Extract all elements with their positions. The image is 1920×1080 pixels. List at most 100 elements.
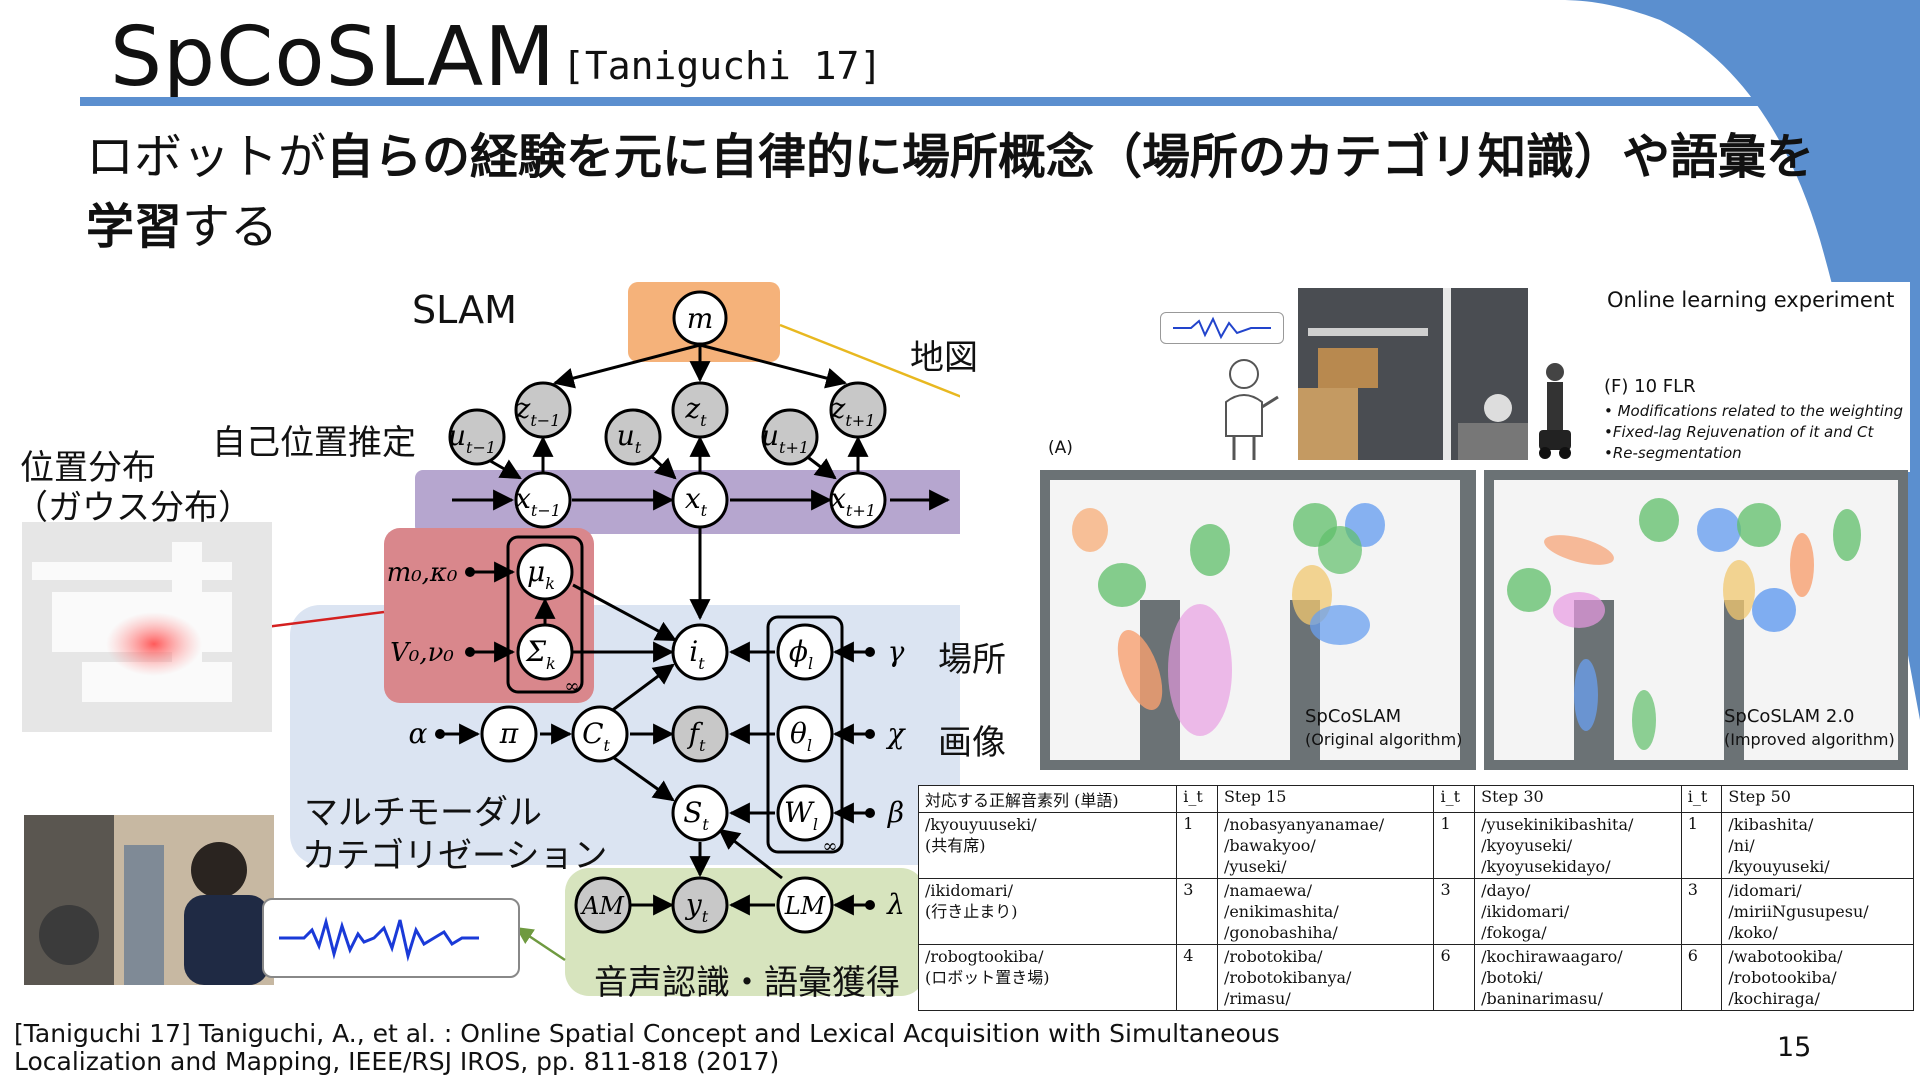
map-original-title: SpCoSLAM xyxy=(1305,706,1402,727)
node-W-label: Wl xyxy=(784,796,818,834)
speech-waveform-bubble xyxy=(262,898,520,978)
robot-icon xyxy=(1535,360,1575,460)
table-header-row: 対応する正解音素列 (単語) i_t Step 15 i_t Step 30 i… xyxy=(917,785,1914,813)
label-multimodal-2: カテゴリゼーション xyxy=(302,836,608,876)
table-cell: /robotokiba//robotokibanya//rimasu/ xyxy=(1216,944,1435,1011)
page-number: 15 xyxy=(1777,1032,1812,1063)
experiment-bullet-2: •Fixed-lag Rejuvenation of it and Ct xyxy=(1604,423,1874,441)
table-cell: /wabotookiba//robotookiba//kochiraga/ xyxy=(1721,944,1914,1011)
table-row: /robogtookiba/(ロボット置き場) 4 /robotokiba//r… xyxy=(917,944,1914,1011)
node-pi xyxy=(480,705,538,763)
reference-line-1: [Taniguchi 17] Taniguchi, A., et al. : O… xyxy=(14,1019,1280,1048)
experiment-bullet-3: •Re-segmentation xyxy=(1604,444,1742,462)
node-m xyxy=(672,290,728,346)
table-cell: /yusekinikibashita//kyoyuseki//kyoyuseki… xyxy=(1474,812,1682,879)
node-i xyxy=(671,623,729,681)
table-cell-word: /ikidomari/(行き止まり) xyxy=(917,878,1178,945)
experiment-bullet-1: • Modifications related to the weighting xyxy=(1604,402,1904,420)
speech-pointer-arrow xyxy=(515,926,566,962)
corner-swoosh xyxy=(1560,0,1920,720)
table-header: 対応する正解音素列 (単語) xyxy=(917,785,1178,813)
table-cell: 6 xyxy=(1433,944,1476,1011)
hyper-alpha: α xyxy=(409,717,428,750)
node-f xyxy=(671,705,729,763)
node-S-label: St xyxy=(683,796,709,834)
node-z-label: zt xyxy=(684,392,707,430)
node-S xyxy=(671,784,729,842)
node-mu-label: μk xyxy=(527,555,555,593)
node-phi-label: ϕl xyxy=(789,635,813,673)
slide-subtitle: ロボットが自らの経験を元に自律的に場所概念（場所のカテゴリ知識）や語彙を学習する xyxy=(86,122,1846,262)
label-slam: SLAM xyxy=(412,288,517,332)
hyper-chi: χ xyxy=(886,717,907,750)
position-distribution-map xyxy=(22,522,272,732)
table-cell: 4 xyxy=(1176,944,1218,1011)
table-cell: 1 xyxy=(1680,812,1723,879)
title-underline xyxy=(80,97,1830,106)
table-cell: 1 xyxy=(1176,812,1218,879)
speaker-photo xyxy=(24,815,274,985)
table-cell: /nobasyanyanamae//bawakyoo//yuseki/ xyxy=(1216,812,1435,879)
node-u-next xyxy=(761,408,819,466)
hyper-lambda: λ xyxy=(886,888,905,921)
node-u-next-label: ut+1 xyxy=(761,419,809,457)
results-table: 対応する正解音素列 (単語) i_t Step 15 i_t Step 30 i… xyxy=(917,785,1914,1011)
map-improved-title: SpCoSLAM 2.0 xyxy=(1724,706,1855,727)
node-z-next xyxy=(829,381,887,439)
label-map: 地図 xyxy=(910,338,978,378)
table-cell-word: /robogtookiba/(ロボット置き場) xyxy=(917,944,1178,1011)
experiment-title: Online learning experiment xyxy=(1607,288,1895,312)
node-sigma-label: Σk xyxy=(525,635,556,673)
node-C-label: Ct xyxy=(582,717,610,755)
node-theta-label: θl xyxy=(790,717,812,755)
label-speech: 音声認識・語彙獲得 xyxy=(594,963,900,1003)
table-cell: /dayo//ikidomari//fokoga/ xyxy=(1474,878,1682,945)
experiment-flr: (F) 10 FLR xyxy=(1604,376,1696,397)
table-cell: 3 xyxy=(1433,878,1476,945)
node-mu xyxy=(516,543,574,601)
node-x-next xyxy=(829,471,887,529)
hyper-v0n0: V₀,ν₀ xyxy=(390,638,454,668)
node-y-label: yt xyxy=(684,888,709,926)
room-photo xyxy=(1298,288,1528,460)
node-x-prev-label: xt−1 xyxy=(515,482,561,520)
node-u xyxy=(604,408,662,466)
node-sigma xyxy=(516,623,574,681)
plate-k-infinity: ∞ xyxy=(565,676,580,697)
node-x-next-label: xt+1 xyxy=(830,482,876,520)
node-i-label: it xyxy=(689,635,705,673)
map-improved: SpCoSLAM 2.0 (Improved algorithm) xyxy=(1484,470,1908,770)
node-pi-label: π xyxy=(499,717,519,750)
node-y xyxy=(671,876,729,934)
node-x-prev xyxy=(514,471,572,529)
node-LM-label: LM xyxy=(784,892,827,920)
label-self-localization: 自己位置推定 xyxy=(212,423,416,463)
node-z-prev-label: zt−1 xyxy=(515,392,561,430)
table-cell: /namaewa//enikimashita//gonobashiha/ xyxy=(1216,878,1435,945)
node-LM xyxy=(776,876,834,934)
label-multimodal-1: マルチモーダル xyxy=(304,793,542,833)
node-m-label: m xyxy=(687,302,714,335)
table-header: i_t xyxy=(1680,785,1723,813)
table-row: /kyouyuuseki/(共有席) 1 /nobasyanyanamae//b… xyxy=(917,812,1914,879)
experiment-panel-label: (A) xyxy=(1048,438,1073,458)
table-cell: 1 xyxy=(1433,812,1476,879)
label-image: 画像 xyxy=(938,723,1006,763)
node-W xyxy=(776,784,834,842)
reference-line-2: Localization and Mapping, IEEE/RSJ IROS,… xyxy=(14,1047,780,1076)
slide-citation: [Taniguchi 17] xyxy=(562,44,883,88)
plate-l-infinity: ∞ xyxy=(823,836,838,857)
node-z-next-label: zt+1 xyxy=(830,392,876,430)
table-cell-word: /kyouyuuseki/(共有席) xyxy=(917,812,1178,879)
node-x-label: xt xyxy=(685,482,708,520)
table-cell: 3 xyxy=(1680,878,1723,945)
subtitle-bold: 自らの経験を元に自律的に場所概念（場所のカテゴリ知識）や語彙を学習 xyxy=(86,129,1815,255)
graphical-model: m zt−1 zt zt+1 ut−1 ut ut+1 xt−1 xt xt+1… xyxy=(193,282,960,996)
label-place: 場所 xyxy=(938,640,1006,680)
hyper-gamma: γ xyxy=(888,635,905,668)
table-cell: /idomari//miriiNgusupesu//koko/ xyxy=(1721,878,1914,945)
node-x xyxy=(671,471,729,529)
hyper-beta: β xyxy=(887,796,904,829)
node-AM-label: AM xyxy=(580,892,625,920)
slide-title: SpCoSLAM xyxy=(110,10,556,105)
